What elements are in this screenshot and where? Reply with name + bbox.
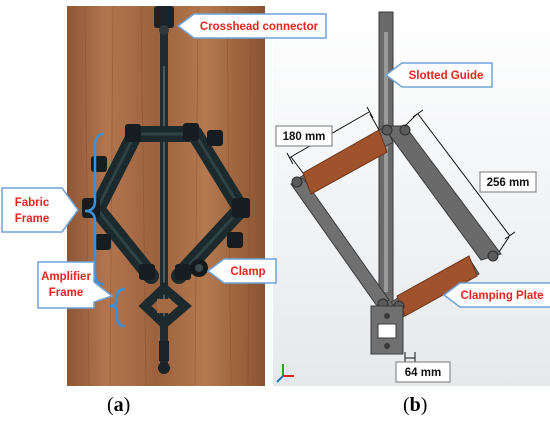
dimension-256-label: 256 mm: [487, 177, 530, 189]
panel-a-photo: [67, 6, 265, 386]
dimension-180-label: 180 mm: [283, 131, 326, 143]
dimension-256: [404, 109, 516, 253]
callout-slotted-guide: Slotted Guide: [384, 62, 493, 88]
clamp-label: Clamp: [230, 266, 265, 278]
callout-amplifier-frame: Amplifier Frame: [37, 261, 114, 309]
slotted-guide-label: Slotted Guide: [409, 70, 484, 82]
dimension-64-box: [395, 361, 451, 383]
caption-b-letter: b: [409, 394, 421, 416]
fabric-frame-label-line2: Frame: [15, 213, 50, 225]
clamping-pad-upper: [302, 129, 388, 195]
amplifier-frame-label-line1: Amplifier: [41, 271, 91, 283]
dimension-256-box: [479, 171, 537, 193]
callout-fabric-frame: Fabric Frame: [1, 187, 79, 233]
clamping-plate-label: Clamping Plate: [460, 290, 543, 302]
fabric-frame-brace: [84, 132, 104, 286]
amplifier-frame-brace: [108, 287, 126, 328]
amplifier-frame: [138, 281, 192, 331]
frame-cad-model: 180 mm 256 mm 64 mm: [273, 6, 550, 386]
fabric-frame-label-line1: Fabric: [15, 197, 50, 209]
callout-clamping-plate: Clamping Plate: [442, 282, 550, 308]
fabric-frame-photo: [67, 6, 265, 386]
caption-a: (a): [107, 394, 131, 416]
callout-crosshead-connector: Crosshead connector: [176, 13, 327, 39]
dimension-64-label: 64 mm: [405, 367, 441, 379]
callout-clamp: Clamp: [206, 258, 277, 284]
dimension-180-box: [275, 125, 333, 147]
panel-b-cad: 180 mm 256 mm 64 mm: [273, 6, 550, 386]
crosshead-connector-label: Crosshead connector: [200, 21, 319, 33]
cad-amplifier-block: [370, 305, 404, 355]
caption-b: (b): [403, 394, 428, 416]
caption-a-letter: a: [113, 394, 124, 416]
amplifier-frame-label-line2: Frame: [49, 287, 84, 299]
crosshead-connector: [154, 6, 174, 28]
callout-layer: Crosshead connector Fabric Frame Amplifi…: [1, 13, 550, 309]
axis-triad-icon: [276, 364, 294, 383]
